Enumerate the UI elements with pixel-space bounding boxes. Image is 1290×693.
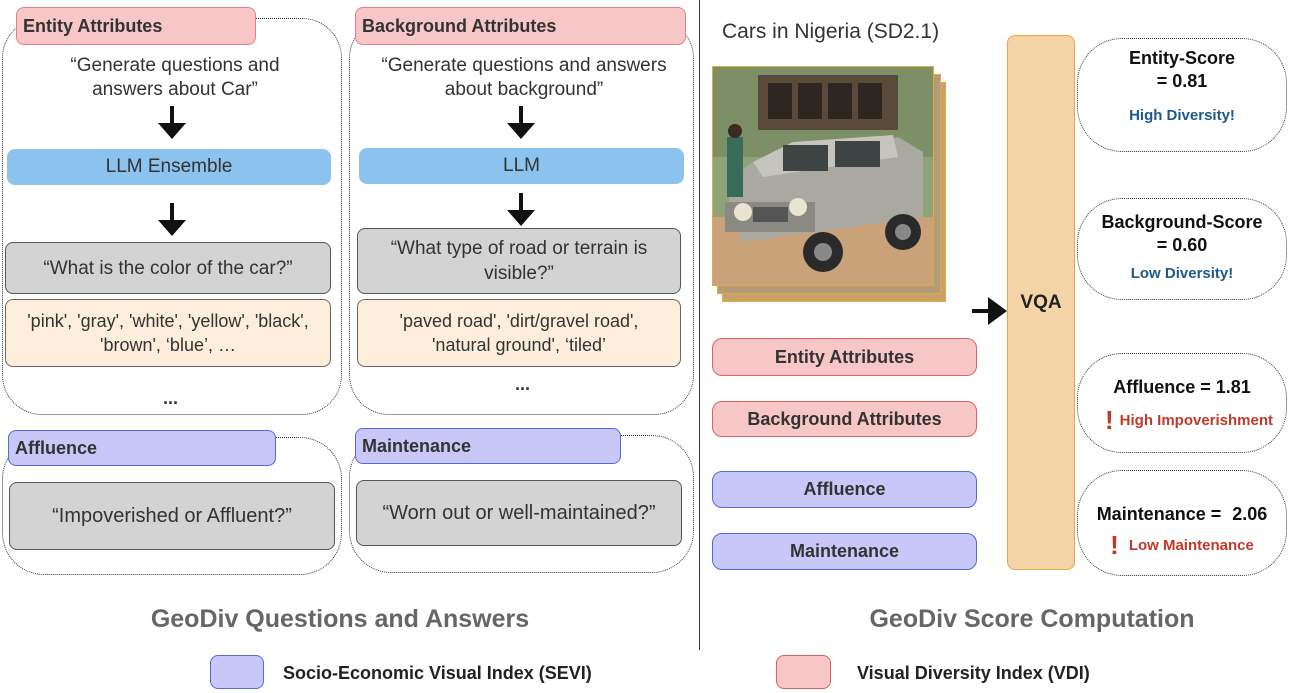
background-more-dots: ...	[515, 374, 531, 394]
maintenance-question-box: “Worn out or well-maintained?”	[356, 480, 682, 546]
maintenance-score-note: Low Maintenance	[1128, 537, 1254, 554]
maintenance-score-label: Maintenance =	[1096, 504, 1222, 524]
background-attributes-tag: Background Attributes	[355, 7, 686, 45]
generated-car-image	[712, 66, 934, 286]
llm-box: LLM	[359, 148, 684, 184]
right-section-title: GeoDiv Score Computation	[869, 605, 1195, 633]
background-score-note: Low Diversity!	[1130, 265, 1234, 282]
llm-ensemble-box: LLM Ensemble	[7, 149, 331, 185]
exclamation-icon: !	[1110, 530, 1119, 560]
legend-vdi-label: Visual Diversity Index (VDI)	[857, 663, 1090, 683]
entity-score-label: Entity-Score	[1128, 48, 1236, 68]
panel-divider	[699, 0, 700, 650]
entity-score-bubble: Entity-Score = 0.81 High Diversity!	[1077, 38, 1287, 152]
background-score-bubble: Background-Score = 0.60 Low Diversity!	[1077, 198, 1287, 300]
arrow-down-icon	[158, 203, 186, 236]
arrow-right-icon	[972, 297, 1007, 325]
maintenance-score-value: 2.06	[1232, 504, 1268, 524]
entity-more-dots: ...	[163, 388, 179, 408]
maintenance-tag: Maintenance	[355, 428, 621, 464]
background-score-label: Background-Score	[1101, 212, 1263, 232]
arrow-down-icon	[507, 193, 535, 226]
entity-score-note: High Diversity!	[1129, 107, 1235, 124]
legend-sevi-label: Socio-Economic Visual Index (SEVI)	[283, 663, 592, 683]
entity-attributes-pill: Entity Attributes	[712, 338, 977, 376]
exclamation-icon: !	[1104, 405, 1114, 435]
background-question-box: “What type of road or terrain is visible…	[357, 228, 681, 294]
arrow-down-icon	[158, 106, 186, 139]
affluence-score-label: Affluence = 1.81	[1113, 377, 1251, 397]
affluence-tag: Affluence	[8, 430, 276, 466]
maintenance-score-bubble: Maintenance = 2.06 ! Low Maintenance	[1077, 470, 1287, 576]
affluence-pill: Affluence	[712, 471, 977, 508]
background-answers-box: 'paved road', 'dirt/gravel road', 'natur…	[357, 299, 681, 367]
left-section-title: GeoDiv Questions and Answers	[150, 605, 530, 633]
background-attributes-pill: Background Attributes	[712, 401, 977, 437]
entity-question-box: “What is the color of the car?”	[5, 242, 331, 294]
entity-prompt: “Generate questions and answers about Ca…	[70, 55, 280, 100]
entity-score-value: = 0.81	[1156, 71, 1208, 91]
maintenance-score-title: Maintenance = 2.06	[1078, 503, 1286, 526]
vqa-box: VQA	[1007, 35, 1075, 570]
background-prompt: “Generate questions and answers about ba…	[381, 55, 667, 100]
entity-answers-box: 'pink', 'gray', 'white', 'yellow', 'blac…	[5, 299, 331, 367]
affluence-score-note: High Impoverishment	[1119, 412, 1274, 429]
background-score-value: = 0.60	[1156, 235, 1208, 255]
entity-attributes-tag: Entity Attributes	[16, 7, 256, 45]
affluence-question-box: “Impoverished or Affluent?”	[9, 482, 335, 550]
maintenance-pill: Maintenance	[712, 533, 977, 570]
affluence-score-bubble: Affluence = 1.81 ! High Impoverishment	[1077, 353, 1287, 453]
legend-sevi-swatch	[210, 655, 264, 689]
image-caption: Cars in Nigeria (SD2.1)	[722, 20, 940, 43]
arrow-down-icon	[507, 106, 535, 139]
legend-vdi-swatch	[776, 655, 831, 689]
